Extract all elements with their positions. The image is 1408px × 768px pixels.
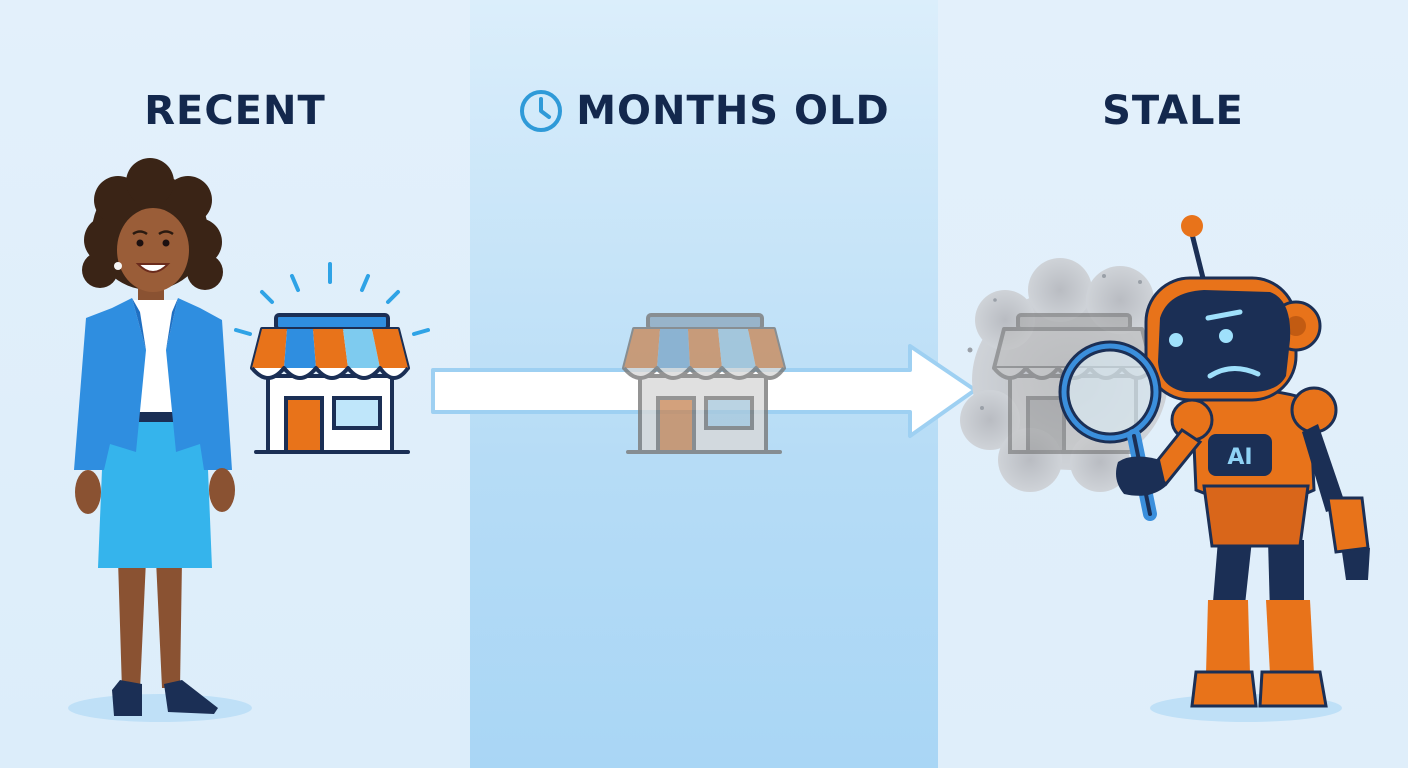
clock-icon bbox=[520, 90, 563, 132]
recent-heading: RECENT bbox=[0, 86, 470, 136]
faded-shop-icon bbox=[622, 313, 786, 454]
stale-heading: STALE bbox=[938, 86, 1408, 136]
robot-chest-label: AI bbox=[1227, 445, 1252, 470]
woman-figure bbox=[68, 158, 252, 722]
months-old-label: MONTHS OLD bbox=[576, 88, 890, 134]
stale-label: STALE bbox=[1102, 88, 1244, 134]
robot-figure: AI bbox=[1058, 215, 1370, 722]
bright-shop-icon bbox=[234, 262, 430, 454]
sparkle-icon bbox=[234, 262, 430, 336]
recent-label: RECENT bbox=[144, 88, 326, 134]
months-old-heading: MONTHS OLD bbox=[470, 86, 938, 136]
